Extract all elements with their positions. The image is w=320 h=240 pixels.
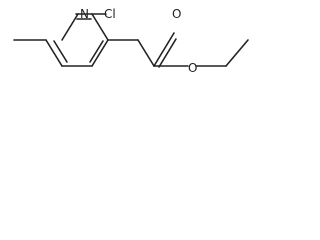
- bond-ethyl: [225, 39, 249, 67]
- bond-ch2-carbonyl: [137, 39, 155, 67]
- bond-c5-c6: [45, 39, 63, 67]
- chemical-structure: N Cl O O: [13, 7, 249, 75]
- chlorine-label: Cl: [104, 7, 116, 21]
- bond-c5-c6-double: [53, 40, 68, 63]
- bond-c3-c4-double: [89, 40, 104, 63]
- bond-n-c6: [61, 13, 79, 41]
- nitrogen-label: N: [80, 7, 89, 21]
- pyridine-ring: [45, 13, 109, 67]
- ester-oxygen-label: O: [188, 61, 197, 75]
- bond-carbonyl-c-o: [153, 32, 175, 67]
- bond-c3-c4: [91, 39, 109, 67]
- bond-c2-c3: [91, 13, 109, 41]
- carbonyl-oxygen-label: O: [172, 7, 181, 21]
- bond-carbonyl-c-o-double: [158, 38, 177, 68]
